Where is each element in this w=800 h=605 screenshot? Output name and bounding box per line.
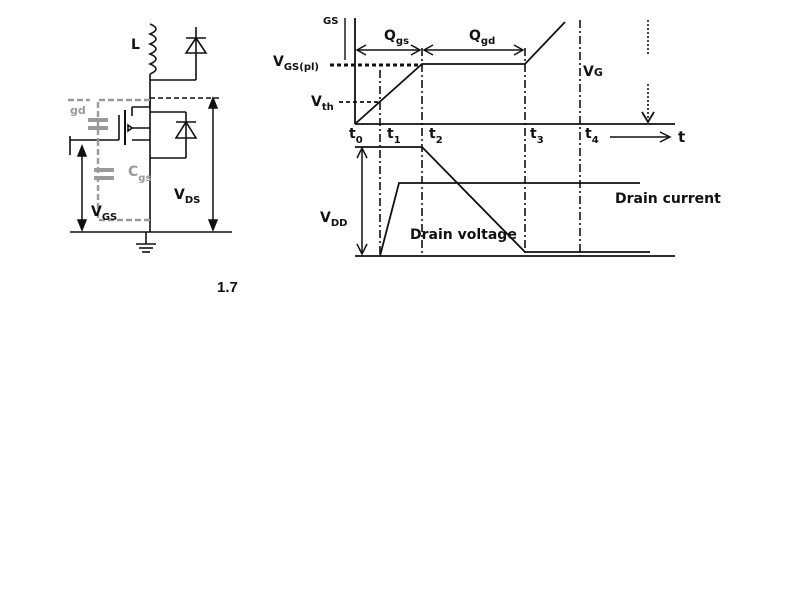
t0-label: t0 xyxy=(349,126,363,146)
freewheel-diode-symbol xyxy=(150,27,208,81)
qgd-label: Qgd xyxy=(469,28,495,47)
parasitic-capacitors xyxy=(68,98,150,222)
mosfet-circuit xyxy=(69,23,232,253)
drain-voltage-label: Drain voltage xyxy=(410,227,517,243)
drain-voltage-waveform xyxy=(355,146,650,253)
t2-label: t2 xyxy=(429,126,443,146)
vth-label: Vth xyxy=(311,94,334,113)
t3-label: t3 xyxy=(530,126,544,146)
vds-label: VDS xyxy=(174,187,200,206)
vgs-label: VGS xyxy=(91,204,117,223)
vg-waveform xyxy=(354,21,566,125)
qgs-label: Qgs xyxy=(384,28,409,47)
drain-current-label: Drain current xyxy=(615,191,721,207)
vgs-plateau-label: VGS(pl) xyxy=(273,54,319,73)
inductor-label: L xyxy=(131,37,140,53)
cgs-label: Cgs xyxy=(128,164,151,184)
inductor-symbol xyxy=(147,23,157,75)
body-diode-symbol xyxy=(150,111,198,159)
t4-label: t4 xyxy=(585,126,599,146)
mosfet-symbol xyxy=(118,106,151,232)
waveform-diagram xyxy=(330,18,675,257)
vgs-clip-label: GS xyxy=(323,16,338,27)
cgd-label: gd xyxy=(70,104,86,117)
vdd-label: VDD xyxy=(320,210,347,229)
t1-label: t1 xyxy=(387,126,401,146)
drain-current-waveform xyxy=(379,182,640,257)
vg-label: VG xyxy=(583,64,603,80)
figure-caption: 1.7 xyxy=(217,279,238,296)
time-axis-label: t xyxy=(678,128,685,146)
voltage-arrows xyxy=(76,95,219,233)
